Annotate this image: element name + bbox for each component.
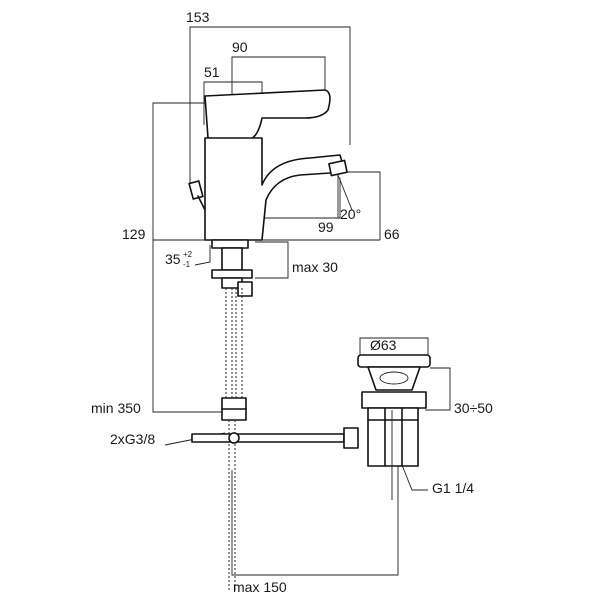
dim-35-tol-upper: +2	[183, 250, 193, 259]
dim-30-50: 30÷50	[454, 400, 493, 416]
lever-handle	[204, 89, 331, 141]
dim-20-deg: 20°	[340, 206, 361, 222]
dimension-labels: 153 90 51 20° 99 129 66 35 +2 -1 max 30 …	[91, 9, 493, 595]
dim-51: 51	[204, 64, 220, 80]
dim-max30: max 30	[292, 259, 338, 275]
mounting-assembly	[211, 239, 253, 297]
dim-129: 129	[122, 226, 146, 242]
flex-hoses	[221, 288, 247, 590]
waste-drain	[357, 354, 431, 500]
popup-rod-knob	[188, 180, 204, 200]
dim-90: 90	[232, 39, 248, 55]
dim-d63: Ø63	[370, 337, 397, 353]
dim-99: 99	[318, 219, 334, 235]
faucet-body	[188, 89, 348, 241]
dim-connection: 2xG3/8	[110, 431, 155, 447]
dim-max150: max 150	[233, 579, 287, 595]
popup-linkage	[191, 427, 359, 449]
dim-35: 35	[165, 251, 181, 267]
dim-153: 153	[186, 9, 210, 25]
dim-66: 66	[384, 226, 400, 242]
dim-35-tol-lower: -1	[183, 260, 191, 269]
dim-thread: G1 1/4	[432, 480, 474, 496]
dim-min350: min 350	[91, 400, 141, 416]
